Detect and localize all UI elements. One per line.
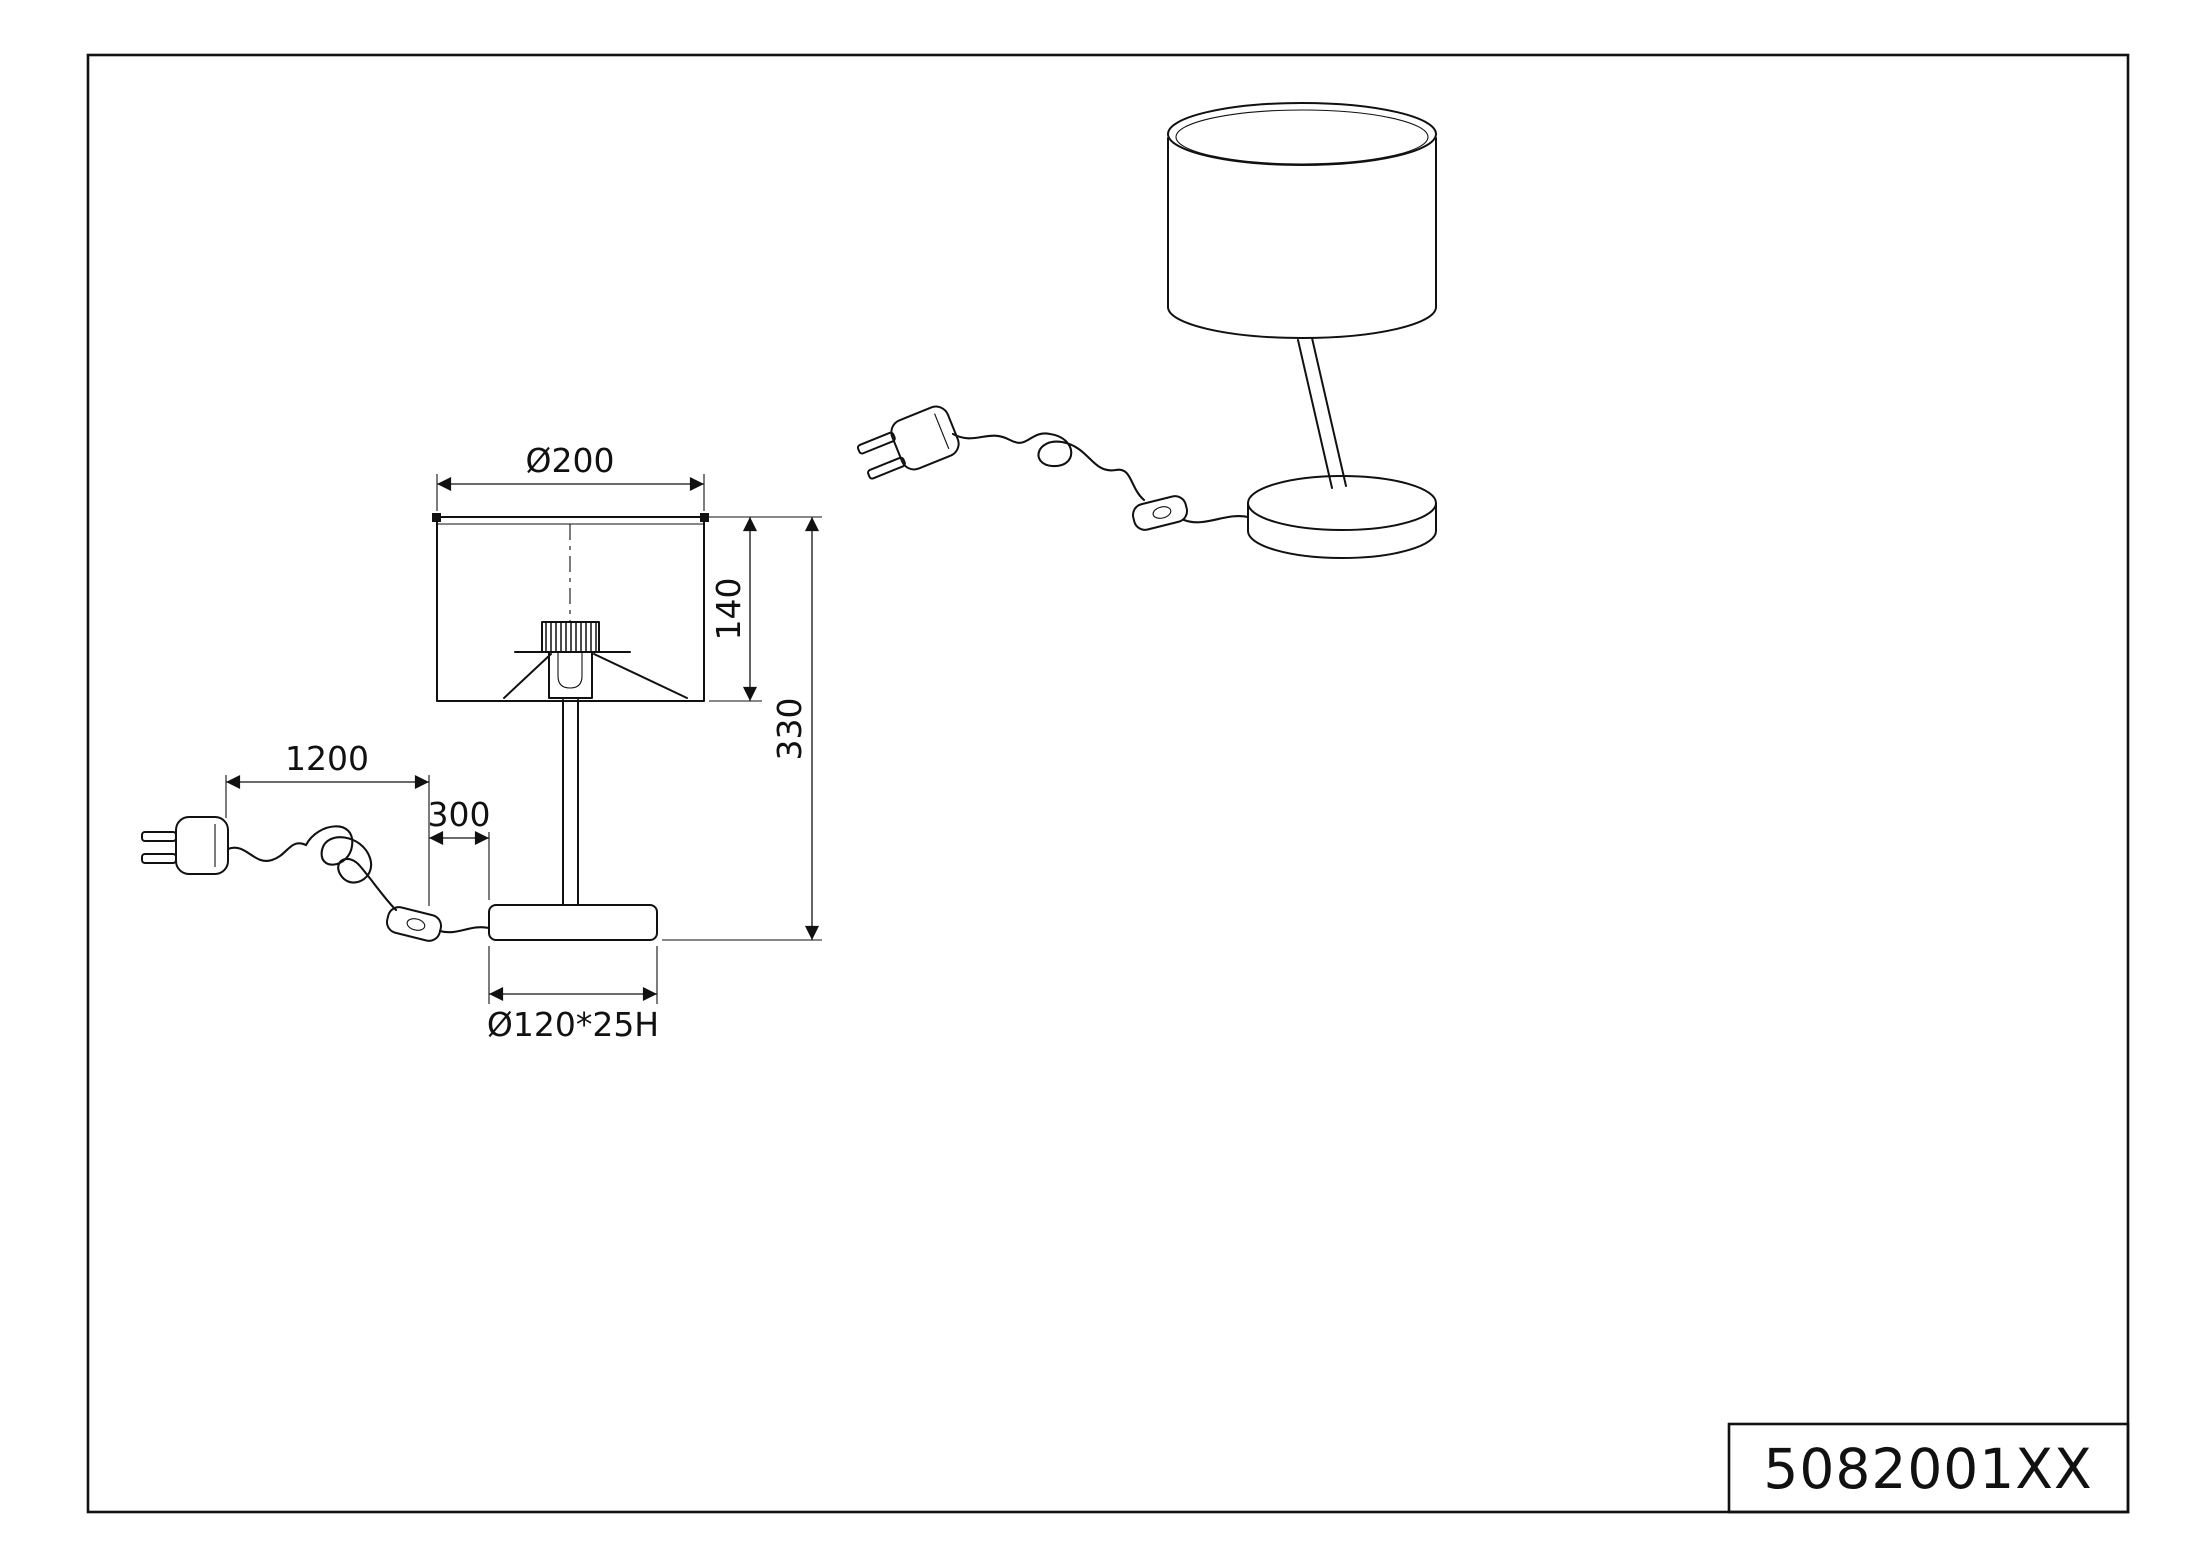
lamp-shade-front [432,513,709,702]
cord-switch-to-base-perspective [1182,514,1250,524]
spider-arm-right [593,653,688,699]
plug-pin [141,831,177,842]
perspective-view [856,102,1437,559]
spider-arm-left [503,653,552,699]
dimension-base-size: Ø120*25H [487,946,659,1044]
dimension-switch-to-base: 300 [428,795,491,900]
sheet-border [86,53,2130,1514]
dim-label-total-height: 330 [770,698,809,761]
cord-switch-to-base [438,926,491,934]
dim-label-cord-length: 1200 [285,739,369,778]
lamp-base-perspective [1247,475,1437,559]
lamp-stem-front [562,699,579,906]
shade-rim-clip-right [700,513,709,522]
power-plug-perspective [856,405,960,480]
part-number: 5082001XX [1763,1437,2092,1501]
dim-label-base-size: Ø120*25H [487,1005,659,1044]
power-plug-front [141,816,229,875]
dimension-cord-length: 1200 [225,739,430,906]
power-cord-perspective [951,432,1146,502]
dimension-total-height: 330 [662,517,822,941]
shade-rim-clip-left [432,513,441,522]
plug-pin [141,853,177,864]
lamp-base-front [488,904,658,941]
title-block: 5082001XX [1727,1422,2130,1514]
dim-label-shade-height: 140 [709,578,748,641]
dim-label-switch-to-base: 300 [428,795,491,834]
socket-thread-hatch [545,623,597,651]
title-block-frame [1727,1422,2130,1514]
inline-switch-perspective [1131,495,1189,531]
dimension-shade-height: 140 [709,516,822,702]
plug-pin [856,431,896,455]
lamp-stem-perspective [1297,337,1347,489]
lamp-shade-perspective [1167,102,1437,339]
socket-assembly [503,621,688,699]
power-cord-front [226,825,398,912]
dim-label-shade-diameter: Ø200 [526,441,615,480]
plug-pin [867,456,906,480]
front-view: Ø200 140 330 Ø120*25H 1200 [141,441,822,1044]
dimension-shade-diameter: Ø200 [436,441,705,511]
inline-switch-front [385,906,443,942]
